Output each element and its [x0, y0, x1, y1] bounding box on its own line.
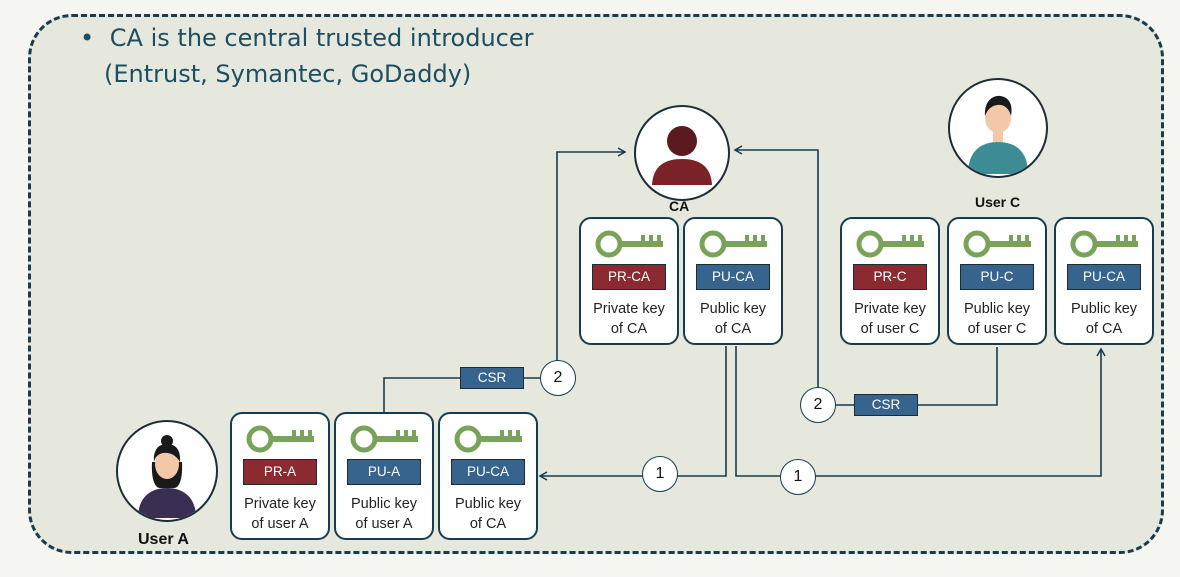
person-teal-icon	[968, 95, 1028, 174]
user-a-private-key-card: PR-A Private key of user A	[230, 412, 330, 540]
user-c-private-key-card: PR-C Private key of user C	[840, 217, 940, 345]
user-a-ca-public-key-card: PU-CA Public key of CA	[438, 412, 538, 540]
key-icon	[1070, 230, 1138, 258]
bullet-text-title: CA is the central trusted introducer	[109, 24, 534, 52]
key-icon	[699, 230, 767, 258]
user-c-public-key-tag: PU-C	[960, 264, 1034, 290]
ca-public-key-tag: PU-CA	[696, 264, 770, 290]
user-c-ca-public-key-caption: Public key of CA	[1070, 301, 1138, 337]
bullet-line-2: (Entrust, Symantec, GoDaddy)	[104, 60, 472, 88]
ca-private-key-tag: PR-CA	[592, 264, 666, 290]
bullet-line-1: • CA is the central trusted introducer	[80, 24, 534, 52]
csr-label-user-a: CSR	[460, 367, 524, 389]
bullet-symbol: •	[80, 24, 95, 52]
user-c-private-key-tag: PR-C	[853, 264, 927, 290]
ca-private-key-card: PR-CA Private key of CA	[579, 217, 679, 345]
csr-label-user-c: CSR	[854, 394, 918, 416]
ca-public-key-caption: Public key of CA	[699, 301, 767, 337]
key-icon	[856, 230, 924, 258]
user-c-public-key-card: PU-C Public key of user C	[947, 217, 1047, 345]
user-a-ca-public-key-tag: PU-CA	[451, 459, 525, 485]
user-a-public-key-tag: PU-A	[347, 459, 421, 485]
step-marker-ca-to-user-a: 1	[642, 456, 678, 492]
user-a-public-key-card: PU-A Public key of user A	[334, 412, 434, 540]
user-c-public-key-caption: Public key of user C	[963, 301, 1031, 337]
key-icon	[246, 425, 314, 453]
user-c-label: User C	[975, 194, 1021, 210]
ca-private-key-caption: Private key of CA	[593, 301, 665, 337]
user-a-label: User A	[138, 531, 189, 548]
key-icon	[454, 425, 522, 453]
step-marker-csr-user-a: 2	[540, 360, 576, 396]
user-a-public-key-caption: Public key of user A	[350, 496, 418, 532]
ca-avatar	[634, 105, 730, 201]
ca-public-key-card: PU-CA Public key of CA	[683, 217, 783, 345]
person-woman-icon	[138, 435, 196, 518]
ca-label: CA	[669, 198, 690, 214]
user-c-ca-public-key-card: PU-CA Public key of CA	[1054, 217, 1154, 345]
user-a-private-key-tag: PR-A	[243, 459, 317, 485]
user-a-avatar	[116, 420, 218, 522]
user-c-avatar	[948, 78, 1048, 178]
step-marker-ca-to-user-c: 1	[780, 459, 816, 495]
key-icon	[595, 230, 663, 258]
person-dark-red-icon	[652, 126, 712, 185]
key-icon	[350, 425, 418, 453]
user-c-ca-public-key-tag: PU-CA	[1067, 264, 1141, 290]
key-icon	[963, 230, 1031, 258]
user-a-ca-public-key-caption: Public key of CA	[454, 496, 522, 532]
user-c-private-key-caption: Private key of user C	[854, 301, 926, 337]
ca-pubkey-path-to-user-a	[538, 346, 727, 481]
step-marker-csr-user-c: 2	[800, 387, 836, 423]
user-a-private-key-caption: Private key of user A	[244, 496, 316, 532]
ca-pubkey-path-to-user-c	[735, 346, 1106, 477]
